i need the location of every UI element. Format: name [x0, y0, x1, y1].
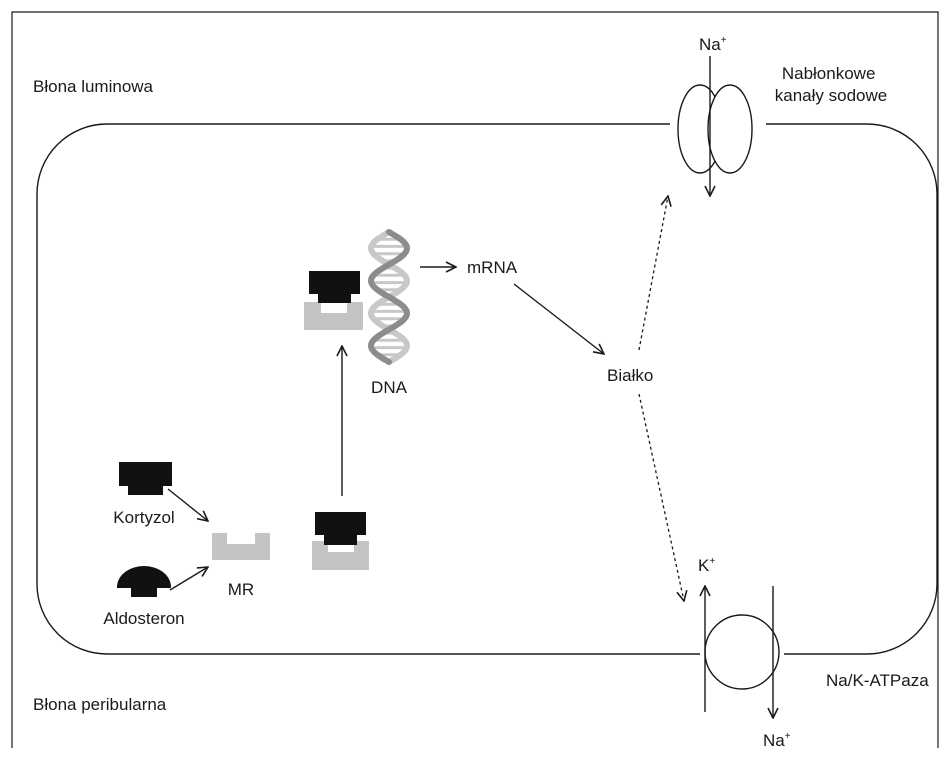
na-k-atpase-pump	[700, 586, 784, 718]
protein-to-enac-arrow	[638, 196, 668, 351]
receptor-shape-nuclear	[304, 302, 363, 330]
luminal-membrane-label: Błona luminowa	[33, 77, 154, 96]
mrna-label: mRNA	[467, 258, 518, 277]
mrna-to-protein-arrow	[513, 283, 604, 354]
cytoplasmic-hormone-receptor-complex	[312, 512, 369, 570]
enac-subunit-right	[707, 84, 753, 174]
cortisol-label: Kortyzol	[113, 508, 174, 527]
dna-label: DNA	[371, 378, 408, 397]
sodium-ion-label-top: Na+	[699, 35, 727, 54]
atpase-label: Na/K-ATPaza	[826, 671, 929, 690]
peribasal-membrane-label: Błona peribularna	[33, 695, 167, 714]
dna-helix	[367, 229, 411, 365]
enac-label: Nabłonkowe kanały sodowe	[775, 64, 887, 105]
cortisol-binding-arrow	[167, 488, 208, 521]
sodium-ion-label-bottom: Na+	[763, 731, 791, 750]
potassium-ion-label: K+	[698, 556, 715, 575]
aldosterone-binding-arrow	[169, 567, 208, 591]
hormone-shape-nuclear	[309, 271, 360, 303]
receptor-label: MR	[228, 580, 254, 599]
aldosterone-label: Aldosteron	[103, 609, 184, 628]
nuclear-hormone-receptor-complex	[304, 271, 363, 330]
hormone-shape-cytoplasm	[315, 512, 366, 545]
protein-label: Białko	[607, 366, 653, 385]
dna-strand-front	[367, 229, 411, 365]
aldosterone-shape	[117, 566, 171, 597]
cell-outline	[36, 123, 938, 655]
cortisol-shape	[119, 462, 172, 495]
mineralocorticoid-receptor-shape	[212, 533, 270, 560]
enac-channel	[670, 56, 766, 196]
receptor-shape-cytoplasm	[312, 541, 369, 570]
protein-to-atpase-arrow	[638, 393, 684, 601]
atpase-body	[704, 614, 780, 690]
figure-frame	[11, 11, 939, 748]
